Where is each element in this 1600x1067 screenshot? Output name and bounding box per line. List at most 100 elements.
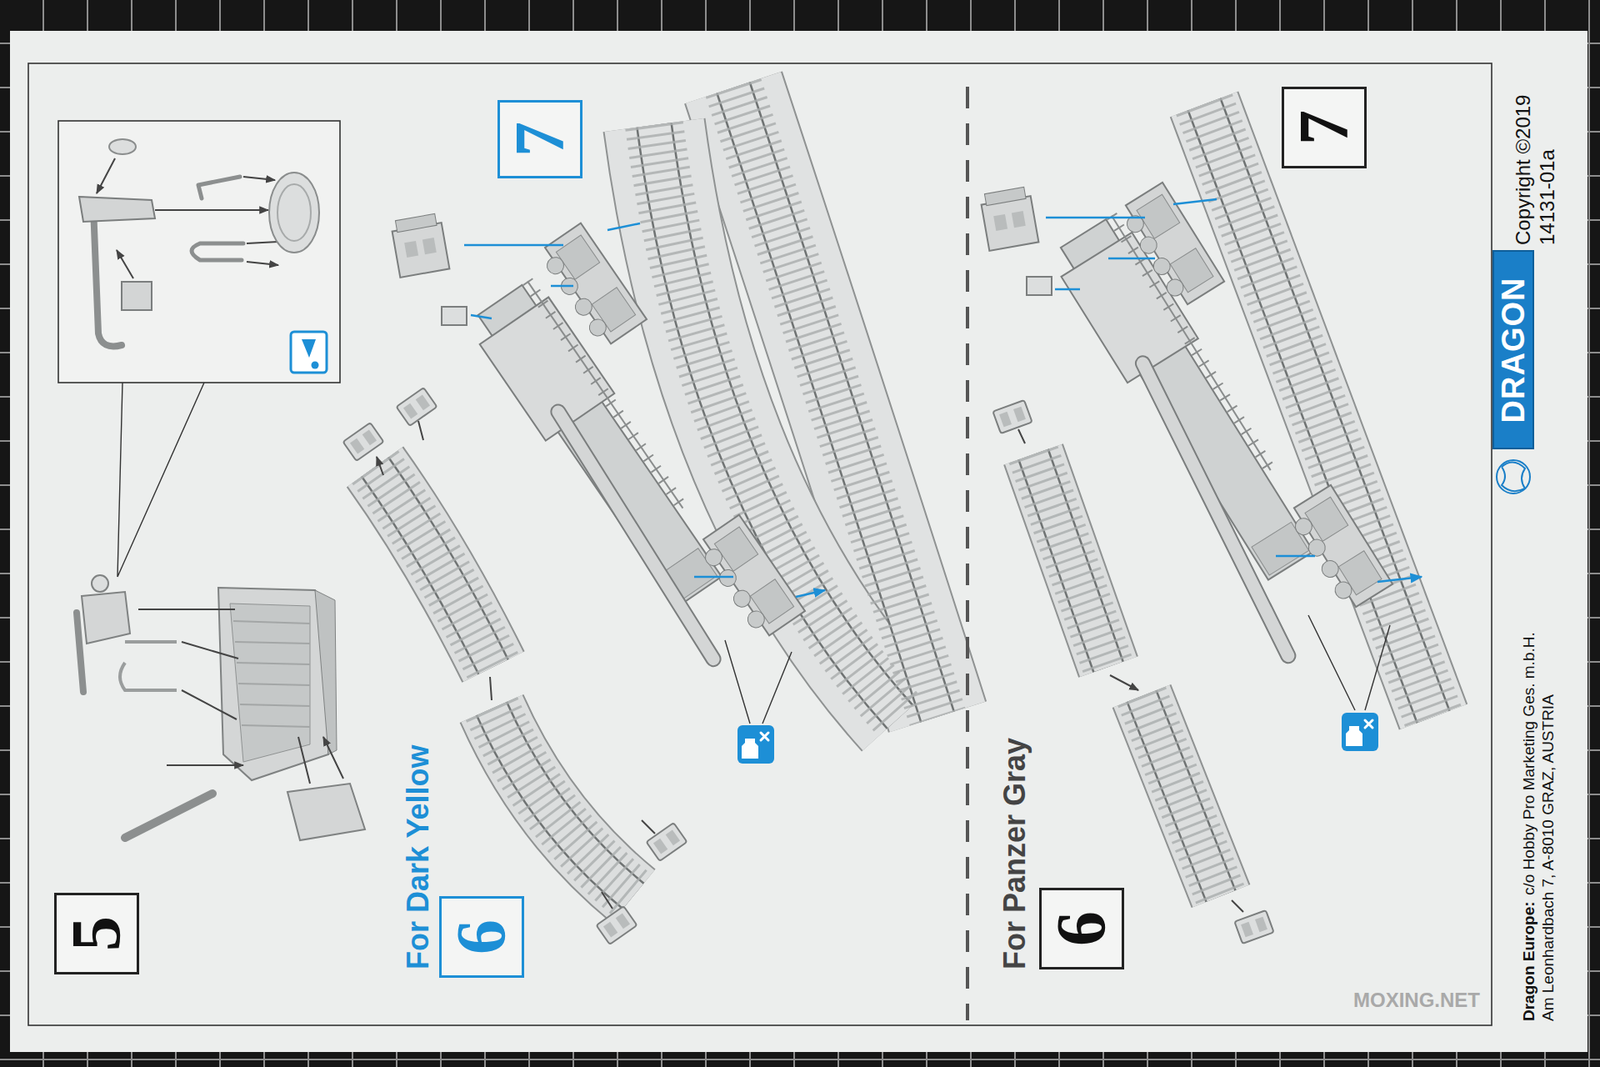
railway-gun xyxy=(695,515,805,642)
track-section xyxy=(1141,695,1221,896)
detail-callout xyxy=(311,361,320,370)
copyright-note: Copyright ©2019 xyxy=(1512,95,1535,245)
detail-callout xyxy=(290,331,327,373)
detail-callout xyxy=(109,139,136,155)
track-section xyxy=(1033,454,1109,667)
step-number: 7 xyxy=(1289,110,1360,145)
railway-gun xyxy=(1115,363,1315,656)
detail-callout xyxy=(246,241,279,265)
railway-gun xyxy=(725,640,792,724)
track-section xyxy=(1204,104,1434,717)
track-joiner xyxy=(376,420,1244,912)
housing-part xyxy=(138,609,244,765)
track-section xyxy=(491,708,634,896)
railway-gun xyxy=(1285,485,1393,613)
step-number-box: 7 xyxy=(497,100,583,179)
housing-part xyxy=(233,620,310,727)
track-section xyxy=(491,708,634,896)
step-number-box: 5 xyxy=(54,892,140,975)
railway-gun xyxy=(390,212,825,764)
housing-part xyxy=(287,783,365,840)
detail-callout xyxy=(269,172,320,253)
variant-heading: For Panzer Gray xyxy=(998,737,1032,970)
railway-gun xyxy=(980,182,1422,751)
step-number: 6 xyxy=(1046,910,1117,946)
track-section xyxy=(491,708,634,896)
variant-heading: For Dark Yellow xyxy=(401,745,435,970)
detail-callout xyxy=(79,196,155,222)
detail-callout xyxy=(191,243,244,260)
railway-gun xyxy=(1045,199,1422,582)
publisher-address: c/o Hobby Pro Marketing Ges. m.b.H. xyxy=(1520,632,1539,896)
railway-gun xyxy=(980,185,1040,250)
track-section xyxy=(1033,454,1109,667)
railway-gun xyxy=(548,411,723,660)
detail-callout xyxy=(277,184,311,241)
brand-name: DRAGON xyxy=(1497,276,1530,423)
track-section xyxy=(375,466,494,667)
step-number-box: 7 xyxy=(1281,86,1367,169)
railway-gun xyxy=(1026,276,1052,295)
track-joiner xyxy=(343,387,1275,945)
detail-callout xyxy=(155,209,269,211)
detail-callout xyxy=(290,331,327,373)
track-section xyxy=(375,466,494,667)
railway-gun xyxy=(1308,615,1390,710)
detail-callout xyxy=(243,176,275,180)
track-section xyxy=(1141,695,1221,896)
watermark: MOXING.NET xyxy=(1350,989,1483,1011)
track-section xyxy=(1033,454,1109,667)
track-section xyxy=(1141,695,1221,896)
track-section xyxy=(1204,104,1434,717)
dragon-emblem xyxy=(1501,461,1525,491)
track-section xyxy=(1033,454,1109,667)
publisher-address: Dragon Europe: xyxy=(1520,900,1539,1021)
track-joiner xyxy=(992,400,1032,434)
detail-callout xyxy=(198,176,240,199)
track-section xyxy=(491,708,634,896)
detail-callout xyxy=(117,382,205,577)
detail-callout xyxy=(58,120,340,577)
publisher-address: Am Leonhardbach 7, A-8010 GRAZ, AUSTRIA xyxy=(1540,694,1558,1021)
railway-gun xyxy=(737,725,775,764)
dragon-emblem xyxy=(1496,460,1530,494)
track-section xyxy=(375,466,494,667)
housing-part xyxy=(125,793,213,838)
railway-gun xyxy=(441,306,467,325)
track-joiner xyxy=(396,387,438,426)
railway-gun xyxy=(1115,363,1315,656)
track-section xyxy=(375,466,494,667)
step-number-box: 6 xyxy=(439,895,525,978)
railway-gun xyxy=(464,223,825,597)
divider-line xyxy=(965,86,970,1020)
railway-gun xyxy=(1117,182,1225,310)
step-number: 5 xyxy=(61,915,132,951)
housing-part xyxy=(120,641,177,690)
housing-part xyxy=(315,590,337,755)
track-section xyxy=(1204,104,1434,717)
track-section xyxy=(1204,104,1434,717)
track-section xyxy=(1033,454,1109,667)
track-joiner xyxy=(1234,910,1274,944)
sheet-code: 14131-01a xyxy=(1536,149,1559,245)
railway-gun xyxy=(1341,712,1379,751)
housing-part xyxy=(91,575,109,592)
track-section xyxy=(491,708,634,896)
dragon-emblem xyxy=(1496,460,1530,494)
track-section xyxy=(375,466,494,667)
housing-part xyxy=(298,736,344,784)
step-number: 6 xyxy=(446,919,517,955)
detail-callout xyxy=(96,158,115,194)
step-number-box: 6 xyxy=(1039,887,1125,970)
track-joiner xyxy=(646,822,688,861)
detail-callout xyxy=(58,120,340,383)
railway-gun xyxy=(390,212,450,277)
brand-logo: DRAGON xyxy=(1492,250,1535,450)
page-frame xyxy=(28,63,1492,1025)
housing-part xyxy=(218,587,332,780)
track-section xyxy=(1204,104,1434,717)
housing-part xyxy=(81,591,130,644)
track-section xyxy=(1141,695,1221,896)
detail-callout xyxy=(301,339,316,358)
